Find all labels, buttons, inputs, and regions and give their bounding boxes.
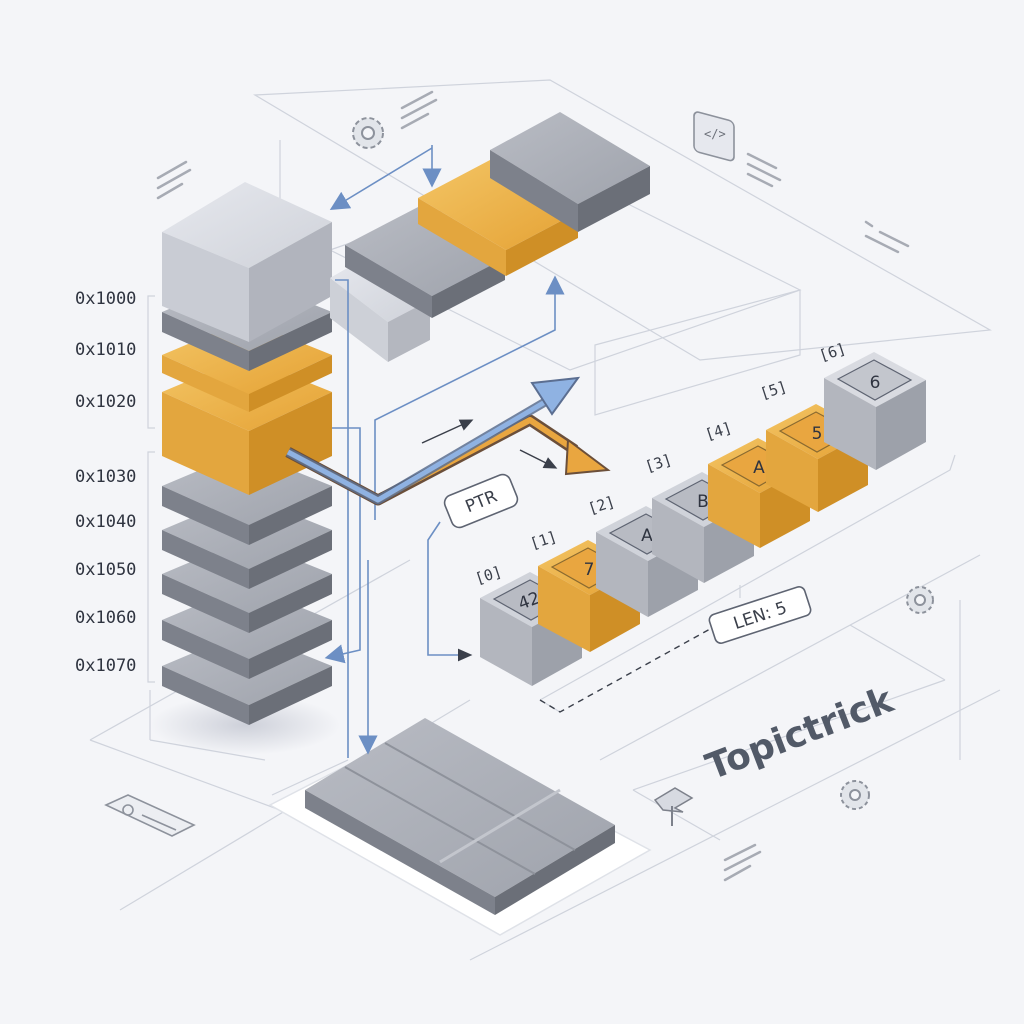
menu-lines-icon xyxy=(746,152,782,188)
pointer-lines xyxy=(271,145,565,796)
array-index: [5] xyxy=(758,377,789,402)
brand-logo: Topictrick xyxy=(701,679,900,788)
menu-lines-icon xyxy=(156,160,192,200)
code-icon: </> xyxy=(693,111,735,162)
settings-panel-icon xyxy=(104,794,196,837)
memory-top-cube xyxy=(162,182,332,342)
array-index: [2] xyxy=(586,492,617,517)
top-block-row xyxy=(330,112,650,362)
menu-lines-icon xyxy=(400,90,438,130)
array-cell: 6 xyxy=(824,352,926,470)
address-label: 0x1030 xyxy=(75,467,136,487)
flag-icon xyxy=(653,787,694,826)
pointer-arrow-main xyxy=(285,376,611,506)
top-block-highlight xyxy=(418,160,578,276)
array-value: 5 xyxy=(812,424,823,444)
array-index: [3] xyxy=(643,450,674,475)
address-label: 0x1070 xyxy=(75,656,136,676)
address-label: 0x1040 xyxy=(75,512,136,532)
array-index: [0] xyxy=(473,562,504,587)
menu-lines-icon xyxy=(864,220,910,254)
memory-stack xyxy=(147,182,340,755)
array-value: A xyxy=(641,526,653,546)
array-value: B xyxy=(697,492,709,512)
address-label: 0x1020 xyxy=(75,392,136,412)
gear-icon xyxy=(906,586,934,614)
gear-icon xyxy=(840,780,870,810)
array-index: [4] xyxy=(703,418,734,443)
bottom-platform xyxy=(268,718,652,936)
menu-lines-icon xyxy=(723,843,762,882)
array-value: 7 xyxy=(584,560,595,580)
gear-icon xyxy=(352,117,384,149)
top-block-gray xyxy=(345,206,505,318)
address-label: 0x1060 xyxy=(75,608,136,628)
array-value: 6 xyxy=(870,373,881,393)
address-label: 0x1000 xyxy=(75,289,136,309)
svg-text:</>: </> xyxy=(704,127,726,141)
address-label: 0x1050 xyxy=(75,560,136,580)
address-labels: 0x1000 0x1010 0x1020 0x1030 0x1040 0x105… xyxy=(75,289,136,676)
top-block-gray xyxy=(490,112,650,232)
array-row: 42 7 A B A xyxy=(480,352,956,713)
pointer-tag: PTR xyxy=(427,473,519,662)
array-index: [6] xyxy=(817,339,848,364)
array-index: [1] xyxy=(528,527,559,552)
length-tag: LEN: 5 xyxy=(708,586,812,644)
array-value: A xyxy=(753,458,765,478)
address-label: 0x1010 xyxy=(75,340,136,360)
